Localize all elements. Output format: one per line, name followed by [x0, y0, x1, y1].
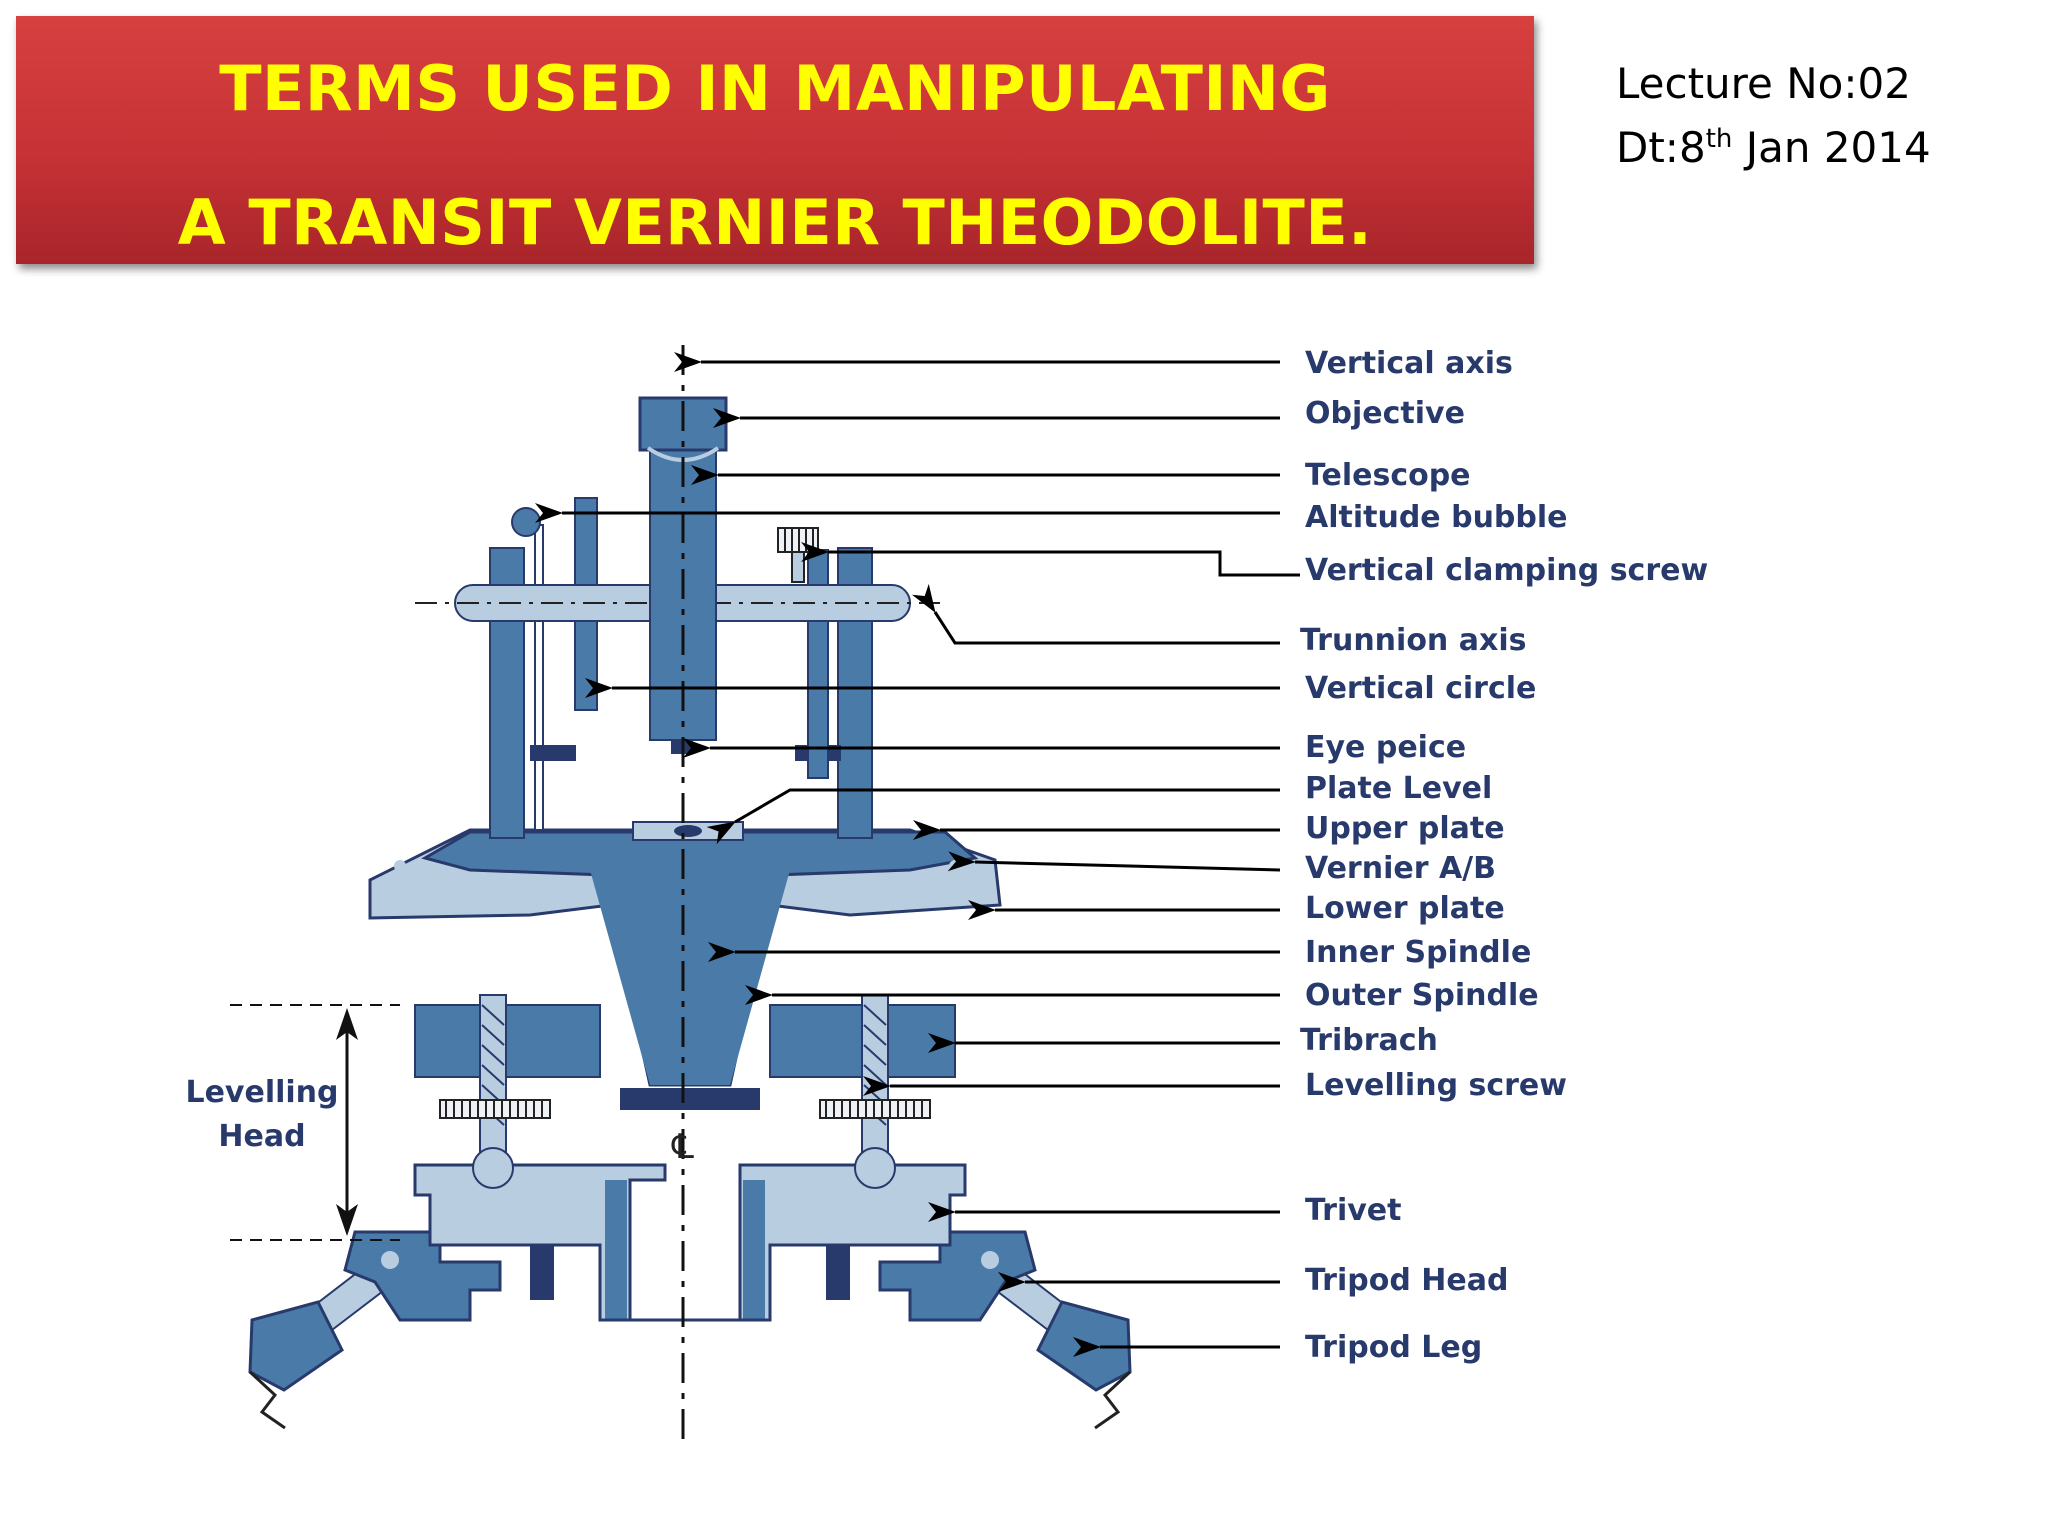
leader-plate-level	[706, 788, 1280, 845]
inner-spindle	[590, 870, 790, 1085]
label-vertical-circle: Vertical circle	[1305, 671, 1536, 706]
label-lower-plate: Lower plate	[1305, 891, 1505, 926]
label-tripod-leg: Tripod Leg	[1305, 1330, 1482, 1365]
title-line-1: TERMS USED IN MANIPULATING	[219, 52, 1331, 125]
label-plate-level: Plate Level	[1305, 771, 1492, 806]
plate-level	[632, 821, 744, 841]
label-telescope: Telescope	[1305, 458, 1471, 493]
levelling-head-label-1: Levelling	[185, 1075, 338, 1110]
leader-lines	[535, 352, 1300, 1357]
levelling-head-label-2: Head	[218, 1119, 305, 1154]
telescope	[638, 396, 728, 754]
label-eye-piece: Eye peice	[1305, 730, 1466, 765]
label-vertical-axis: Vertical axis	[1305, 346, 1513, 381]
label-vernier-ab: Vernier A/B	[1305, 851, 1496, 886]
tripod-head	[343, 1230, 1037, 1322]
label-objective: Objective	[1305, 396, 1465, 431]
lecture-info: Lecture No:02 Dt:8th Jan 2014	[1616, 52, 1931, 180]
label-vertical-clamping-screw: Vertical clamping screw	[1305, 553, 1708, 588]
levelling-screw-left	[439, 994, 551, 1189]
leader-vertical-clamping-screw	[801, 542, 1300, 577]
trivet	[413, 1163, 967, 1322]
date-superscript: th	[1705, 124, 1733, 154]
leader-vernier-ab	[947, 851, 1281, 872]
label-outer-spindle: Outer Spindle	[1305, 978, 1539, 1013]
lecture-number: Lecture No:02	[1616, 59, 1911, 108]
diagram-labels: Vertical axis Objective Telescope Altitu…	[1300, 346, 1708, 1365]
title-banner: TERMS USED IN MANIPULATING A TRANSIT VER…	[16, 16, 1534, 264]
label-levelling-screw: Levelling screw	[1305, 1068, 1567, 1103]
leader-trunnion-axis	[911, 583, 1280, 645]
levelling-screw-right	[819, 994, 931, 1189]
label-tripod-head: Tripod Head	[1305, 1263, 1508, 1298]
label-trunnion-axis: Trunnion axis	[1300, 623, 1526, 658]
levelling-head-dimension: Levelling Head	[185, 1004, 400, 1241]
label-upper-plate: Upper plate	[1305, 811, 1505, 846]
spindle-base	[620, 1088, 760, 1110]
label-trivet: Trivet	[1305, 1193, 1402, 1228]
lecture-date: Dt:8th Jan 2014	[1616, 123, 1931, 172]
label-altitude-bubble: Altitude bubble	[1305, 500, 1568, 535]
altitude-bubble	[511, 507, 541, 537]
title-line-2: A TRANSIT VERNIER THEODOLITE.	[177, 186, 1373, 259]
label-inner-spindle: Inner Spindle	[1305, 935, 1531, 970]
centre-line-symbol: ℄	[671, 1127, 694, 1167]
label-tribrach: Tribrach	[1300, 1023, 1438, 1058]
